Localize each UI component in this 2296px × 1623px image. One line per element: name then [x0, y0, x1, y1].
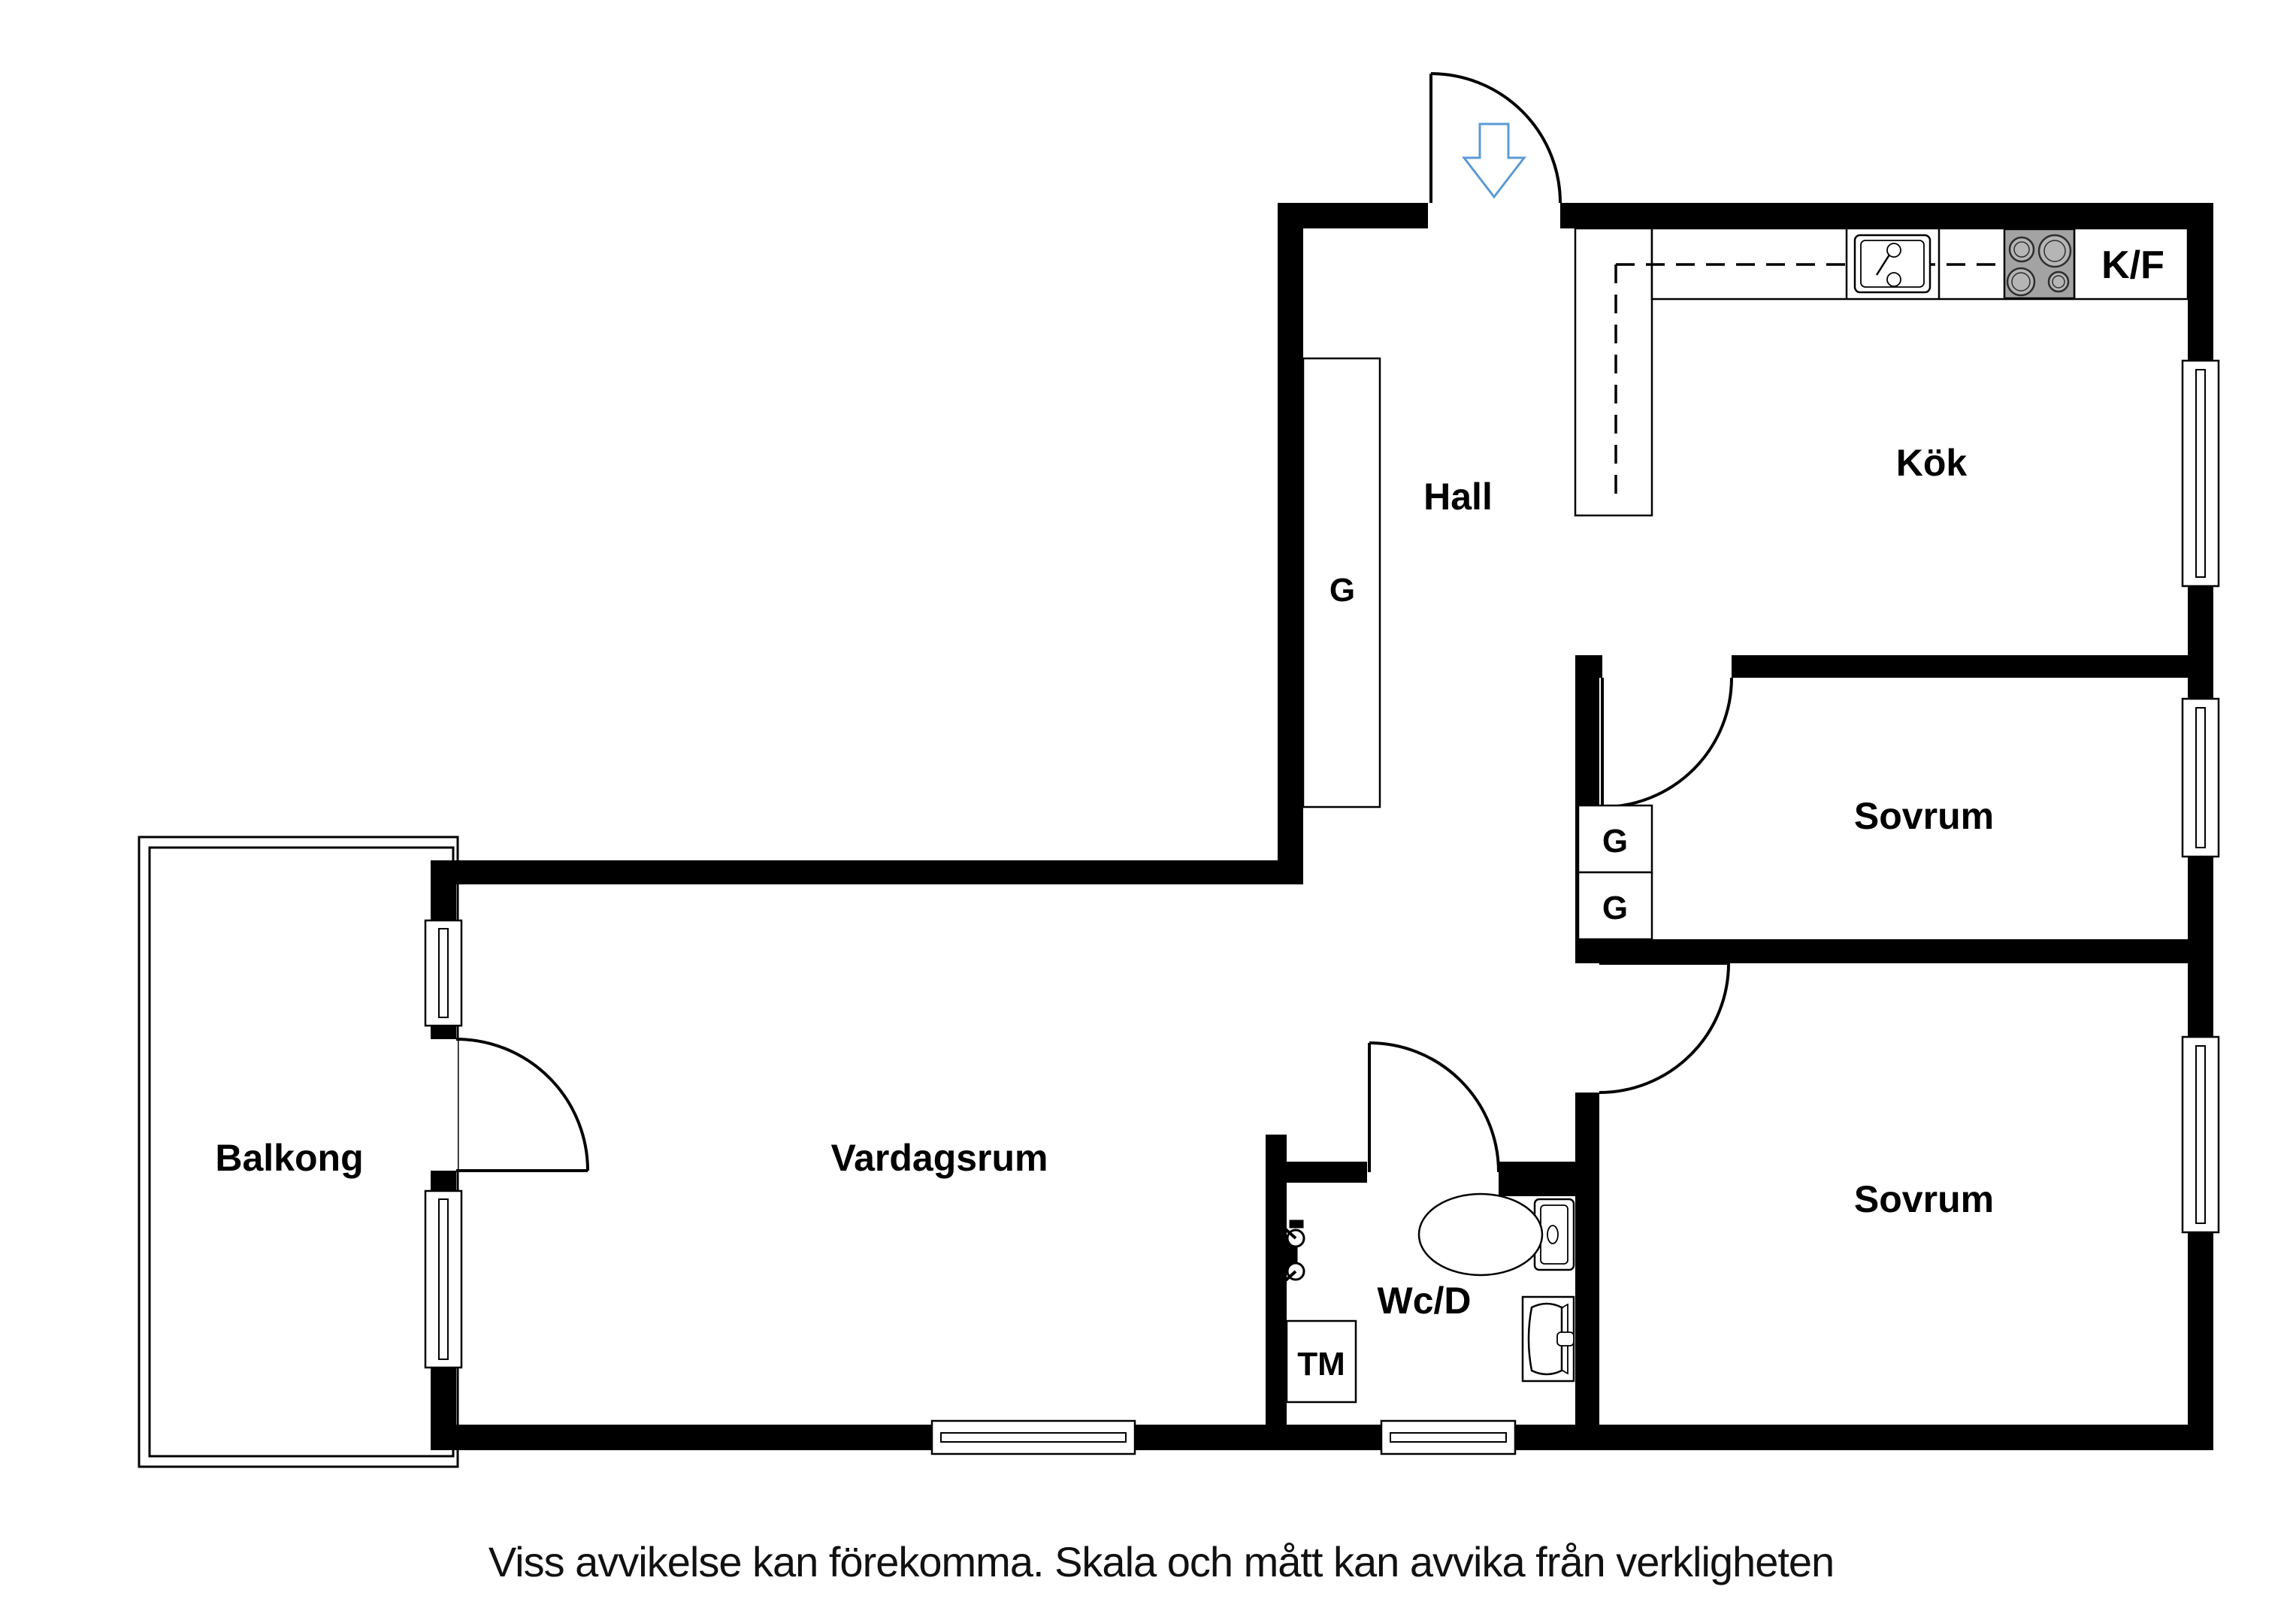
bedroom2-door-opening [1574, 963, 1601, 1093]
bathroom-window-icon [1380, 1419, 1517, 1455]
wall-livingroom-top [431, 860, 1303, 884]
disclaimer-text: Viss avvikelse kan förekomma. Skala och … [489, 1538, 1834, 1585]
kitchen-sink-icon [1853, 234, 1931, 294]
bathroom-door-swing-icon [1368, 1041, 1500, 1173]
room-labels: Hall Kök Sovrum Sovrum Vardagsrum Balkon… [215, 442, 1994, 1322]
entrance-opening [1428, 200, 1560, 231]
stove-icon [2003, 228, 2076, 300]
wardrobe-label: G [1602, 823, 1628, 860]
kitchen-window-icon [2181, 359, 2220, 588]
wardrobe-box [1577, 871, 1653, 941]
hall-wardrobe: G [1302, 357, 1381, 808]
kitchen: K/F [1574, 227, 2189, 517]
toilet-icon [1417, 1192, 1575, 1277]
bathroom-door-arc [1369, 1041, 1500, 1173]
wardrobe-box [1302, 357, 1381, 808]
bathroom-sink-icon [1521, 1295, 1575, 1383]
wardrobe-label: G [1330, 572, 1355, 609]
bedroom1-door-opening [1602, 654, 1732, 679]
bedroom2-window-icon [2181, 1035, 2220, 1234]
washing-machine-box: TM [1285, 1319, 1357, 1404]
balcony-door-swing-icon [455, 1038, 589, 1172]
wall-top [1278, 203, 2213, 228]
room-label-bathroom: Wc/D [1378, 1280, 1472, 1322]
livingroom-window2-icon [424, 1189, 463, 1369]
livingroom-window1-icon [424, 919, 463, 1027]
shower-mixer-icon [1279, 1220, 1305, 1286]
bedroom1-window-icon [2181, 697, 2220, 858]
entrance-door-swing-icon [1429, 72, 1562, 204]
bathroom-fixtures: TM [1279, 1192, 1575, 1404]
room-label-kitchen: Kök [1896, 442, 1968, 484]
room-label-bedroom2: Sovrum [1854, 1178, 1994, 1220]
wall-between-bedrooms [1575, 939, 2213, 963]
doors [455, 72, 1733, 1173]
wall-hall-left [1278, 203, 1303, 884]
entrance-door-arc [1430, 72, 1562, 204]
windows [424, 359, 2220, 1455]
wall-bathroom-top-right [1499, 1162, 1599, 1196]
room-label-hall: Hall [1423, 476, 1493, 518]
bedroom1-door-arc [1602, 677, 1733, 808]
bedroom1-wardrobes: G G [1577, 804, 1653, 941]
wardrobe-box [1577, 804, 1653, 874]
balcony-door-opening [429, 1039, 458, 1171]
wall-bathroom-left [1266, 1162, 1287, 1450]
room-label-livingroom: Vardagsrum [830, 1137, 1048, 1179]
kitchen-counter-vertical [1574, 227, 1653, 517]
livingroom-bottom-window-icon [930, 1419, 1136, 1455]
entry-arrow-icon [1461, 122, 1527, 199]
washing-machine-outline [1285, 1319, 1357, 1404]
washing-machine-label: TM [1297, 1346, 1345, 1383]
room-label-balcony: Balkong [215, 1137, 363, 1179]
wall-bottom [431, 1425, 2213, 1450]
bedroom2-door-arc [1599, 963, 1730, 1094]
balcony-door-arc [455, 1038, 589, 1171]
bedroom2-door-swing-icon [1599, 962, 1730, 1094]
fridge-freezer-label: K/F [2101, 243, 2164, 287]
room-label-bedroom1: Sovrum [1854, 795, 1994, 837]
wardrobe-label: G [1602, 890, 1628, 926]
bedroom1-door-swing-icon [1601, 677, 1733, 808]
